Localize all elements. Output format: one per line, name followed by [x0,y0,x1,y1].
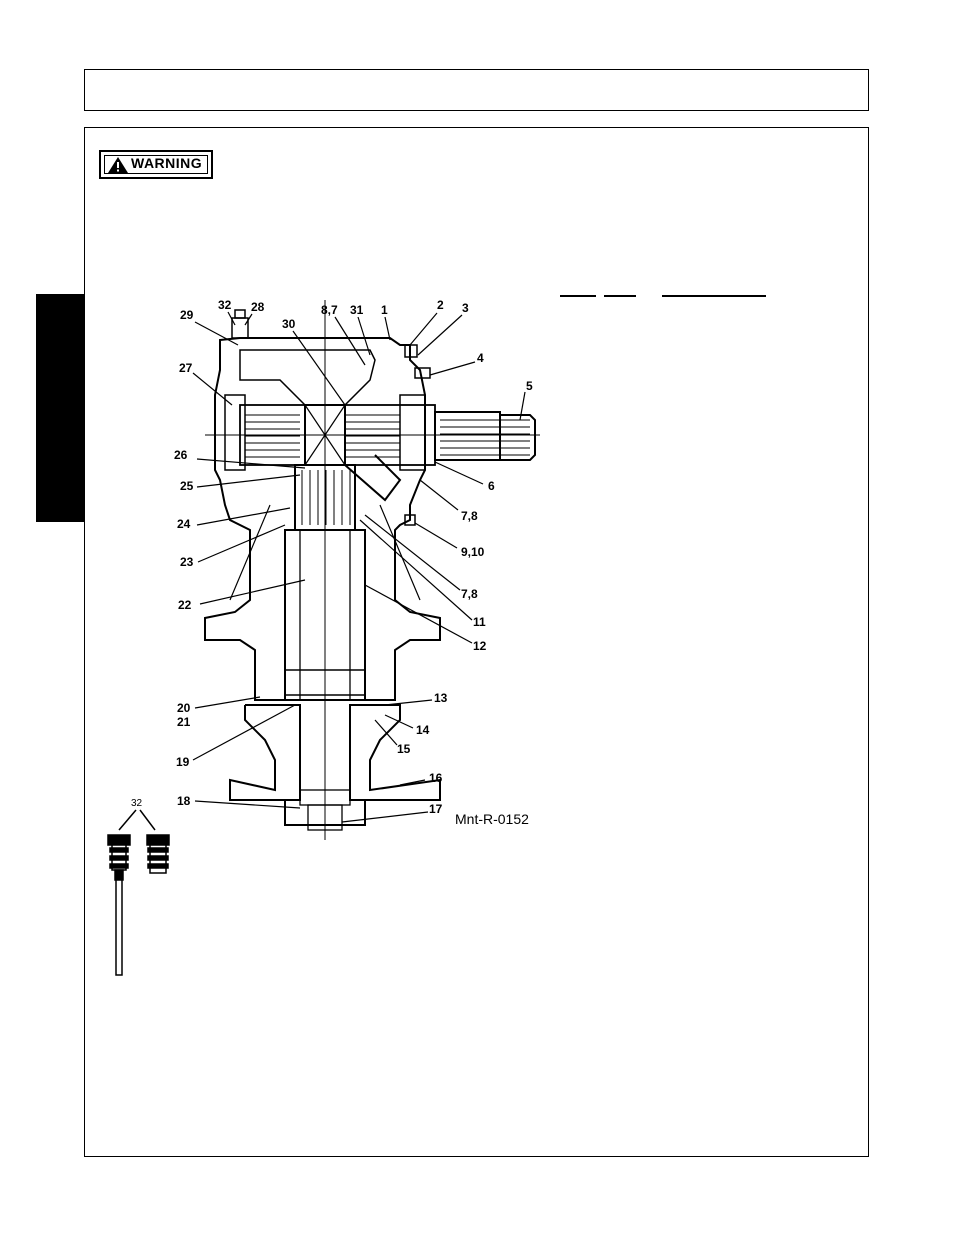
content-box [84,127,869,1157]
gearbox-exploded-diagram: 32 28 29 30 8,7 31 1 2 3 4 5 6 7,8 9,10 … [107,298,540,976]
callout-1: 1 [381,303,388,317]
callout-17: 17 [429,802,443,816]
callout-25: 25 [180,479,194,493]
callout-14: 14 [416,723,430,737]
callout-20: 20 [177,701,191,715]
section-tab [36,294,84,522]
callout-24: 24 [177,517,191,531]
warning-label: WARNING [131,155,203,171]
callout-16: 16 [429,771,443,785]
callout-19: 19 [176,755,190,769]
column-rule-1 [560,295,596,297]
callout-7-8-b: 7,8 [461,587,478,601]
column-rule-3 [662,295,766,297]
callout-6: 6 [488,479,495,493]
callout-8-7: 8,7 [321,303,338,317]
callout-29: 29 [180,308,194,322]
callout-26: 26 [174,448,188,462]
callout-9-10: 9,10 [461,545,485,559]
callout-2: 2 [437,298,444,312]
header-box [84,69,869,111]
warning-triangle-icon [108,157,128,173]
callout-12: 12 [473,639,487,653]
callout-31: 31 [350,303,364,317]
figure-reference: Mnt-R-0152 [455,811,529,827]
callout-27: 27 [179,361,193,375]
callout-21: 21 [177,715,191,729]
callout-30: 30 [282,317,296,331]
callout-7-8-a: 7,8 [461,509,478,523]
callout-15: 15 [397,742,411,756]
callout-22: 22 [178,598,192,612]
column-rule-2 [604,295,636,297]
callout-23: 23 [180,555,194,569]
callout-3: 3 [462,301,469,315]
callout-28: 28 [251,300,265,314]
callout-11: 11 [473,615,486,629]
inset-callout-32: 32 [131,798,143,809]
callout-13: 13 [434,691,448,705]
callout-18: 18 [177,794,191,808]
callout-5: 5 [526,379,533,393]
callout-4: 4 [477,351,484,365]
callout-32: 32 [218,298,232,312]
warning-badge: WARNING [99,150,213,179]
